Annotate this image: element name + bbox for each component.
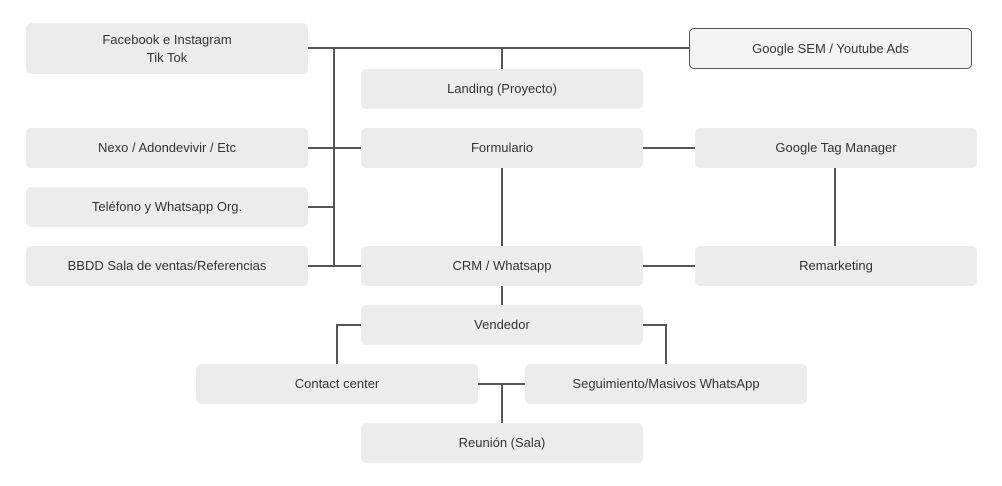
node-nexo-adondevivir: Nexo / Adondevivir / Etc	[26, 128, 308, 168]
node-label: Landing (Proyecto)	[447, 81, 557, 96]
node-contact-center: Contact center	[196, 364, 478, 404]
node-label: Contact center	[294, 376, 380, 391]
node-formulario: Formulario	[361, 128, 643, 168]
node-label: Formulario	[470, 140, 534, 155]
node-label: Google Tag Manager	[775, 140, 897, 155]
node-landing: Landing (Proyecto)	[361, 69, 643, 109]
node-seguimiento-masivos: Seguimiento/Masivos WhatsApp	[525, 364, 807, 404]
connector-vendedor-contact	[336, 324, 361, 364]
node-google-sem-youtube-ads: Google SEM / Youtube Ads	[689, 28, 972, 69]
node-label: Remarketing	[799, 258, 873, 273]
node-telefono-whatsapp: Teléfono y Whatsapp Org.	[26, 187, 308, 227]
node-remarketing: Remarketing	[695, 246, 977, 286]
node-label: BBDD Sala de ventas/Referencias	[67, 258, 267, 273]
node-label: Teléfono y Whatsapp Org.	[91, 199, 243, 214]
node-label: Vendedor	[474, 317, 530, 332]
node-vendedor: Vendedor	[361, 305, 643, 345]
node-label: Nexo / Adondevivir / Etc	[97, 140, 236, 155]
node-label: CRM / Whatsapp	[452, 258, 552, 273]
node-google-tag-manager: Google Tag Manager	[695, 128, 977, 168]
node-reunion-sala: Reunión (Sala)	[361, 423, 643, 463]
connector-vendedor-seguimiento	[643, 324, 667, 364]
node-bbdd-sala-ventas: BBDD Sala de ventas/Referencias	[26, 246, 308, 286]
node-label: Seguimiento/Masivos WhatsApp	[572, 376, 760, 391]
node-label: Facebook e Instagram Tik Tok	[102, 31, 232, 65]
node-crm-whatsapp: CRM / Whatsapp	[361, 246, 643, 286]
node-facebook-instagram-tiktok: Facebook e Instagram Tik Tok	[26, 23, 308, 74]
node-label: Google SEM / Youtube Ads	[752, 40, 909, 56]
node-label: Reunión (Sala)	[458, 435, 546, 450]
